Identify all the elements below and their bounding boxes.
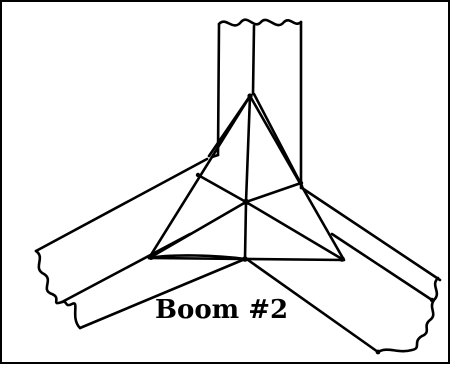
- node-right-mid: [298, 180, 304, 186]
- brace-top-to-center: [244, 94, 252, 204]
- vertical-boom: [210, 18, 303, 190]
- gusset-top-right-extension: [252, 92, 304, 188]
- node-right: [339, 256, 345, 262]
- node-top: [247, 93, 253, 99]
- right-boom-upper-edge: [300, 186, 442, 282]
- node-right-boom-end: [375, 349, 381, 355]
- brace-center-to-bottom: [243, 200, 248, 261]
- brace-left-to-center: [196, 173, 248, 204]
- gusset-bottom-sag: [147, 254, 247, 261]
- right-boom: [246, 186, 442, 354]
- left-boom-lower-edge: [78, 257, 247, 330]
- left-boom-upper-edge: [34, 157, 209, 253]
- node-center: [242, 198, 250, 206]
- node-left: [148, 254, 154, 260]
- vertical-boom-left-edge: [216, 22, 221, 157]
- joint-nodes: [148, 93, 435, 355]
- right-boom-wavy-end: [376, 276, 440, 354]
- joint-gusset: [147, 92, 346, 262]
- boom-label: Boom #2: [155, 295, 289, 325]
- node-bottom: [242, 256, 248, 262]
- gusset-top-left-extension: [207, 94, 252, 158]
- vertical-boom-center-edge: [251, 24, 256, 96]
- left-boom-wavy-end: [34, 249, 82, 330]
- right-boom-middle-edge: [330, 232, 434, 302]
- right-boom-lower-edge: [246, 258, 380, 354]
- node-left-mid: [195, 172, 201, 178]
- brace-center-to-right-corner: [244, 200, 344, 261]
- vertical-boom-wavy-end: [217, 18, 303, 27]
- node-right-boom-mid: [429, 297, 435, 303]
- brace-center-to-left-corner: [149, 200, 248, 259]
- brace-center-to-right: [244, 181, 303, 204]
